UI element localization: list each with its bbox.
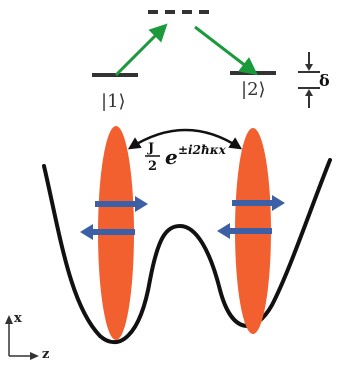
state-1-label: |1⟩ [101, 91, 126, 112]
momentum-arrow-right-left [217, 223, 272, 239]
state-2-label: |2⟩ [241, 79, 266, 100]
coupling-arrow [127, 128, 243, 150]
transition-arrow-left [114, 23, 168, 77]
momentum-arrow-right-right [232, 195, 285, 211]
coupling-exponent: ±i2ħκx [178, 143, 227, 157]
coupling-2: 2 [148, 159, 157, 174]
axis-z-label: z [42, 347, 49, 362]
transition-arrow-right [194, 25, 258, 76]
detuning-marker [298, 52, 320, 108]
coordinate-axes [5, 315, 39, 360]
coupling-e: e [165, 145, 178, 169]
momentum-arrow-left-right [95, 196, 148, 212]
axis-x-label: x [14, 311, 22, 326]
coupling-j: J [147, 141, 154, 156]
momentum-arrow-left-left [80, 224, 135, 240]
double-well-potential [42, 158, 332, 345]
delta-label: δ [319, 71, 330, 90]
